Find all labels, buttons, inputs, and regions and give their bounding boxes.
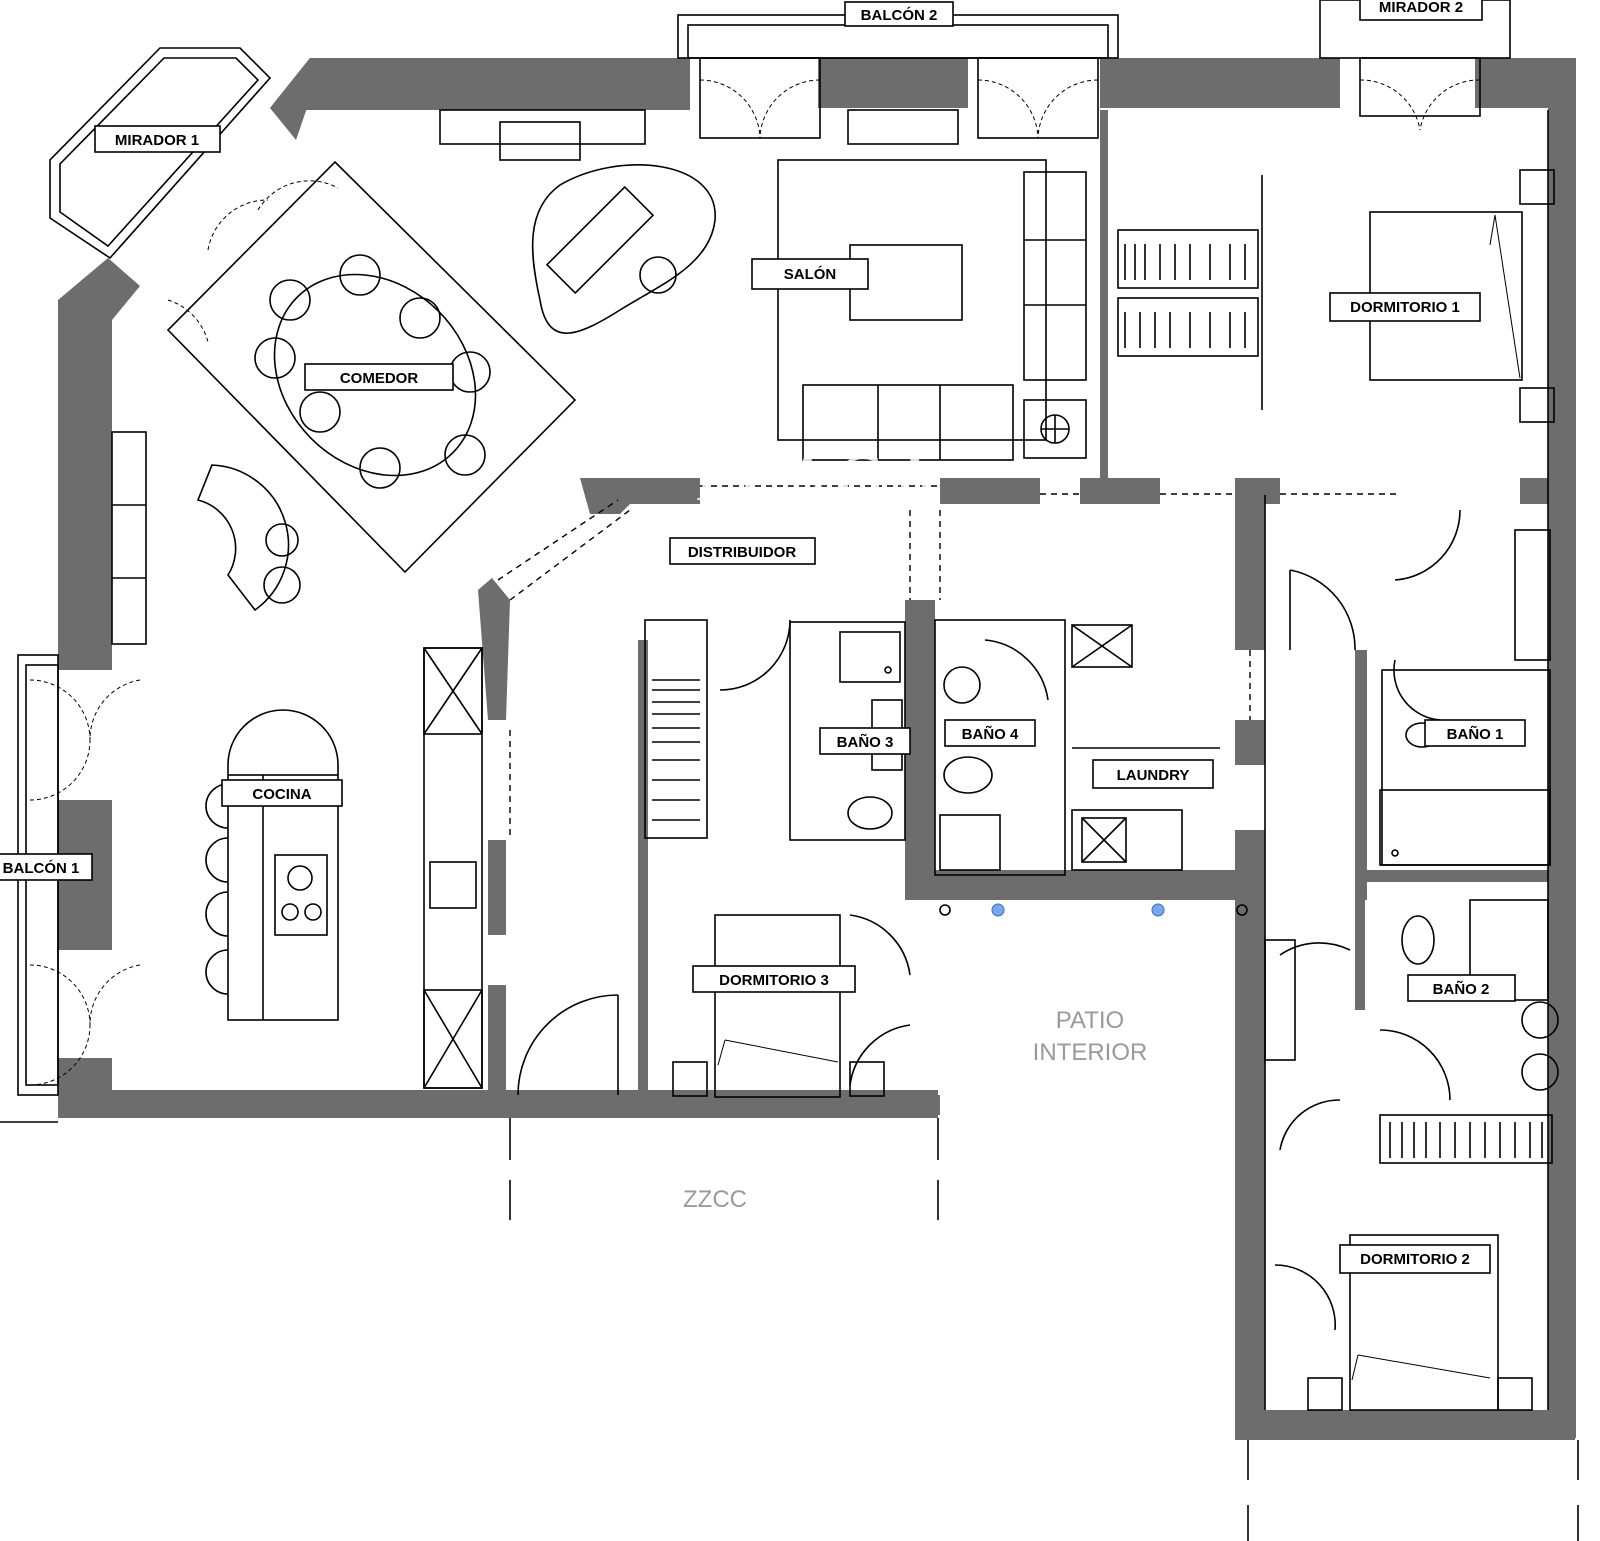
pin-marker: [1236, 904, 1248, 916]
patio-label-line2: INTERIOR: [1033, 1039, 1148, 1066]
svg-text:BAÑO 3: BAÑO 3: [837, 733, 894, 751]
wardrobe2-hangers: [1389, 1122, 1543, 1158]
label-mirador-2: MIRADOR 2: [1359, 0, 1483, 21]
label-bano-1: BAÑO 1: [1424, 719, 1526, 747]
label-bano-4: BAÑO 4: [944, 719, 1036, 747]
label-balcon-2: BALCÓN 2: [844, 1, 954, 27]
pin-marker: [939, 904, 951, 916]
label-bano-2: BAÑO 2: [1407, 974, 1516, 1002]
label-laundry: LAUNDRY: [1092, 759, 1214, 789]
furniture: [111, 109, 1559, 1411]
doors: [29, 57, 1481, 1331]
patio-label-line1: PATIO: [1056, 1007, 1124, 1034]
svg-text:DORMITORIO 3: DORMITORIO 3: [719, 972, 829, 989]
label-salon: SALÓN: [751, 258, 869, 290]
label-dormitorio-3: DORMITORIO 3: [692, 965, 856, 993]
pins: [939, 903, 1248, 917]
svg-text:BAÑO 4: BAÑO 4: [962, 725, 1019, 743]
label-bano-3: BAÑO 3: [819, 727, 911, 755]
svg-text:MIRADOR 2: MIRADOR 2: [1379, 0, 1463, 16]
svg-text:DORMITORIO 2: DORMITORIO 2: [1360, 1251, 1470, 1268]
svg-text:MIRADOR 1: MIRADOR 1: [115, 132, 199, 149]
svg-text:SALÓN: SALÓN: [784, 265, 837, 283]
pin-marker: [991, 903, 1005, 917]
svg-text:BALCÓN 2: BALCÓN 2: [861, 6, 938, 24]
label-balcon-1: BALCÓN 1: [0, 853, 93, 881]
svg-text:DORMITORIO 1: DORMITORIO 1: [1350, 299, 1460, 316]
svg-text:DISTRIBUIDOR: DISTRIBUIDOR: [688, 544, 797, 561]
label-cocina: COCINA: [221, 779, 343, 807]
svg-text:LAUNDRY: LAUNDRY: [1117, 767, 1190, 784]
room-labels: BALCÓN 2 MIRADOR 2 MIRADOR 1 COMEDOR SAL…: [0, 0, 1526, 1274]
wardrobe-hangers: [1124, 244, 1246, 348]
pin-marker: [1151, 903, 1165, 917]
label-distribuidor: DISTRIBUIDOR: [669, 537, 816, 565]
watermark: PLAGA: [695, 442, 945, 515]
label-dormitorio-2: DORMITORIO 2: [1339, 1244, 1491, 1274]
svg-text:BAÑO 1: BAÑO 1: [1447, 725, 1504, 743]
label-dormitorio-1: DORMITORIO 1: [1329, 292, 1481, 322]
svg-text:BAÑO 2: BAÑO 2: [1433, 980, 1490, 998]
label-mirador-1: MIRADOR 1: [94, 125, 221, 153]
closet-hangers: [652, 679, 700, 821]
zzcc-label: ZZCC: [683, 1186, 747, 1213]
svg-text:COCINA: COCINA: [252, 786, 311, 803]
svg-text:BALCÓN 1: BALCÓN 1: [3, 859, 80, 877]
svg-text:COMEDOR: COMEDOR: [340, 370, 419, 387]
label-comedor: COMEDOR: [304, 363, 454, 391]
